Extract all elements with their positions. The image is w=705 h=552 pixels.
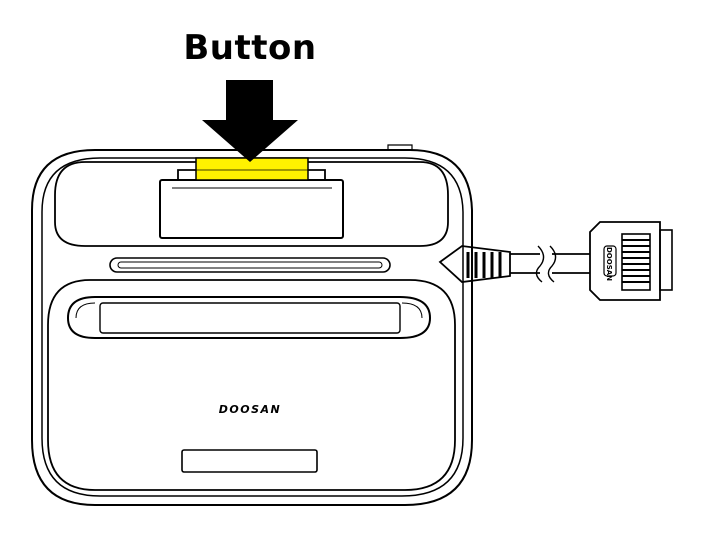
lower-panel	[47, 279, 456, 491]
button-housing	[159, 179, 344, 239]
cable	[510, 253, 590, 274]
device-outer-shell	[31, 149, 473, 506]
button-callout-label: Button	[183, 28, 317, 68]
brand-logo: DOOSAN	[218, 403, 282, 416]
connector-brand-label: DOOSAN	[605, 247, 613, 282]
upper-compartment	[54, 161, 449, 247]
slot	[109, 257, 391, 273]
handle	[66, 296, 432, 339]
device-inner-shell	[41, 157, 464, 497]
connector-body	[589, 221, 661, 301]
label-plate	[181, 449, 318, 473]
down-arrow-icon	[202, 80, 298, 162]
cable-strain-relief	[438, 245, 511, 283]
button-highlight	[195, 157, 309, 181]
